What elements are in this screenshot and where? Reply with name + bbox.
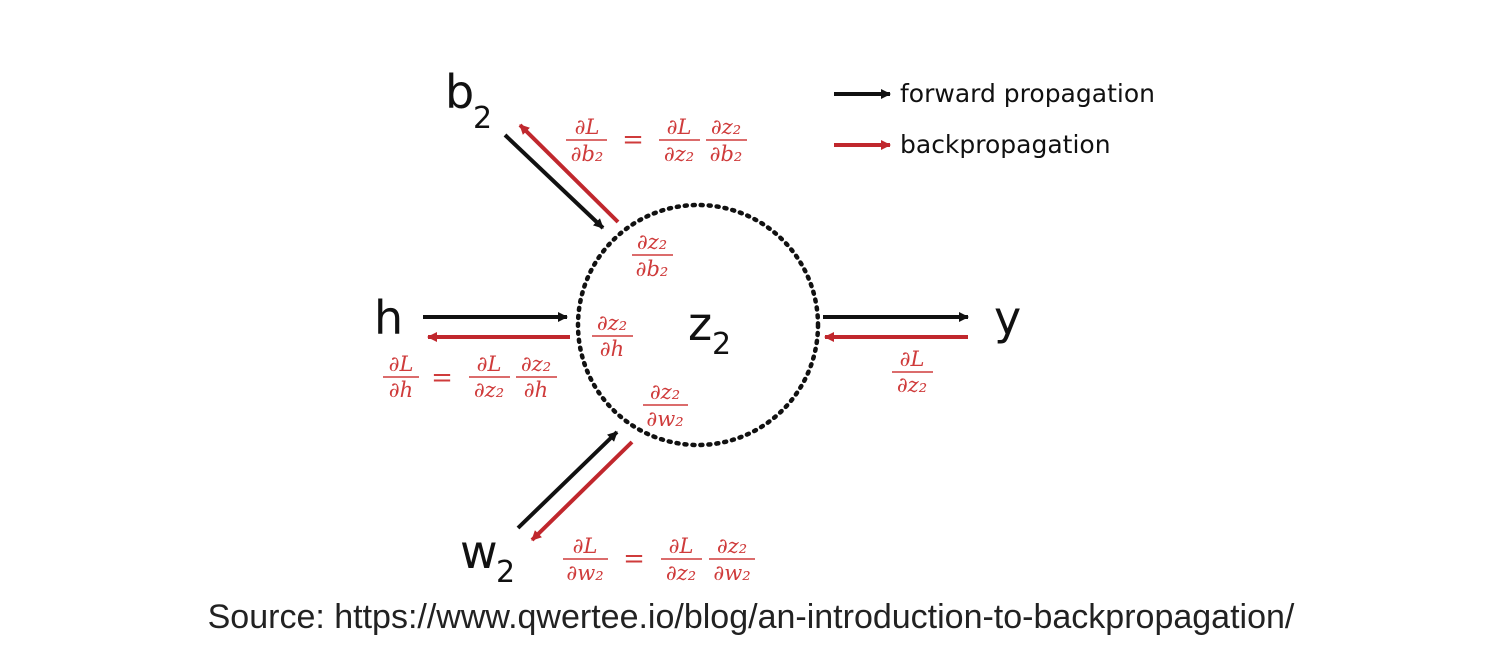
w2-outer-denominator: ∂z₂ bbox=[666, 561, 696, 585]
b2-local-denominator: ∂b₂ bbox=[636, 257, 669, 281]
b2-inner-denominator: ∂b₂ bbox=[710, 142, 743, 166]
h-outer-denominator: ∂z₂ bbox=[474, 378, 504, 402]
b2-subscript: 2 bbox=[473, 101, 492, 136]
h-total-denominator: ∂h bbox=[389, 378, 413, 402]
b2-outer-denominator: ∂z₂ bbox=[664, 142, 694, 166]
source-caption: Source: https://www.qwertee.io/blog/an-i… bbox=[207, 598, 1295, 636]
b2-total-numerator: ∂L bbox=[575, 115, 600, 139]
h-label: h bbox=[374, 291, 403, 345]
w2-label: w bbox=[460, 525, 498, 579]
w2-inner-denominator: ∂w₂ bbox=[713, 561, 750, 585]
b2-inner-numerator: ∂z₂ bbox=[711, 115, 741, 139]
y-gradient-denominator: ∂z₂ bbox=[897, 373, 927, 397]
w2-outer-numerator: ∂L bbox=[669, 534, 694, 558]
w2-inner-numerator: ∂z₂ bbox=[717, 534, 747, 558]
w2-gradient-equation: ∂L ∂w₂ = ∂L ∂z₂ ∂z₂ ∂w₂ bbox=[563, 534, 755, 585]
b2-backward-arrow bbox=[518, 123, 620, 224]
h-total-numerator: ∂L bbox=[389, 352, 414, 376]
w2-total-denominator: ∂w₂ bbox=[566, 561, 603, 585]
w2-forward-arrow bbox=[516, 430, 619, 530]
node-z2-label: z bbox=[688, 297, 712, 351]
b2-forward-arrow bbox=[503, 133, 605, 230]
y-gradient: ∂L ∂z₂ bbox=[892, 347, 933, 397]
h-local-gradient: ∂z₂ ∂h bbox=[592, 311, 633, 361]
h-equals: = bbox=[431, 363, 453, 393]
h-outer-numerator: ∂L bbox=[477, 352, 502, 376]
b2-outer-numerator: ∂L bbox=[667, 115, 692, 139]
h-gradient-equation: ∂L ∂h = ∂L ∂z₂ ∂z₂ ∂h bbox=[383, 352, 557, 402]
b2-gradient-equation: ∂L ∂b₂ = ∂L ∂z₂ ∂z₂ ∂b₂ bbox=[566, 115, 747, 166]
w2-local-gradient: ∂z₂ ∂w₂ bbox=[643, 380, 688, 431]
w2-backward-arrow bbox=[530, 440, 634, 542]
node-circle bbox=[575, 202, 821, 448]
h-local-numerator: ∂z₂ bbox=[597, 311, 627, 335]
w2-subscript: 2 bbox=[496, 555, 515, 590]
b2-local-numerator: ∂z₂ bbox=[637, 230, 667, 254]
backpropagation-diagram: z 2 b 2 h y w 2 ∂L ∂b₂ = ∂L ∂z₂ ∂z₂ ∂b₂ … bbox=[374, 65, 1155, 590]
w2-local-denominator: ∂w₂ bbox=[646, 407, 683, 431]
b2-local-gradient: ∂z₂ ∂b₂ bbox=[632, 230, 673, 281]
legend-backward-label: backpropagation bbox=[900, 130, 1111, 159]
h-inner-numerator: ∂z₂ bbox=[521, 352, 551, 376]
y-label: y bbox=[994, 291, 1021, 345]
b2-label: b bbox=[445, 65, 474, 119]
w2-local-numerator: ∂z₂ bbox=[650, 380, 680, 404]
h-inner-denominator: ∂h bbox=[524, 378, 548, 402]
b2-equals: = bbox=[622, 125, 644, 155]
w2-total-numerator: ∂L bbox=[573, 534, 598, 558]
node-z2-subscript: 2 bbox=[712, 327, 731, 362]
y-gradient-numerator: ∂L bbox=[900, 347, 925, 371]
w2-equals: = bbox=[623, 544, 645, 574]
legend-forward-label: forward propagation bbox=[900, 79, 1155, 108]
legend: forward propagation backpropagation bbox=[834, 79, 1155, 159]
h-local-denominator: ∂h bbox=[600, 337, 624, 361]
b2-total-denominator: ∂b₂ bbox=[571, 142, 604, 166]
